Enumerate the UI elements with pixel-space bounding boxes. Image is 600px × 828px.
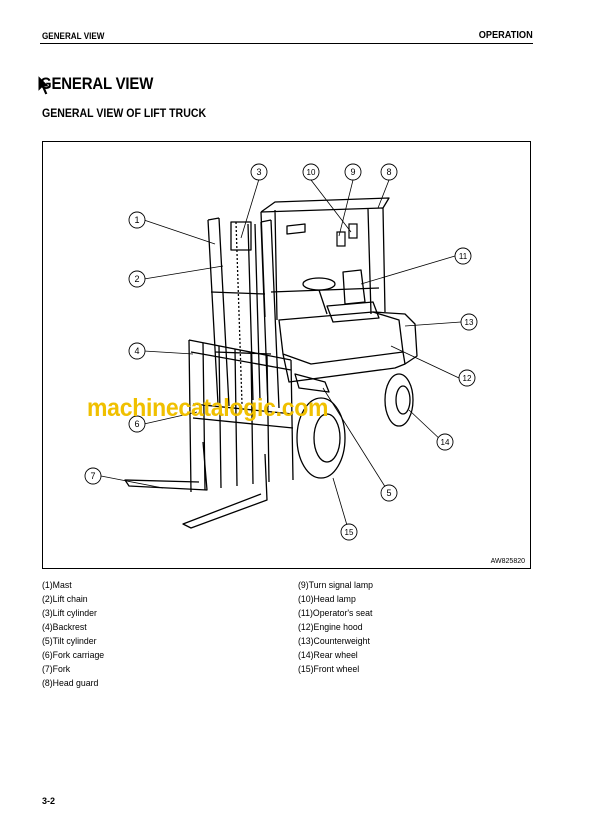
legend-item: (12)Engine hood [298,622,363,633]
legend-item: (11)Operator's seat [298,608,373,619]
rear-wheel [384,373,414,427]
turn-signal-lamp [348,223,358,239]
svg-text:3: 3 [256,167,261,177]
svg-text:4: 4 [134,346,139,356]
legend-right: (9)Turn signal lamp (10)Head lamp (11)Op… [298,579,373,677]
legend-left: (1)Mast (2)Lift chain (3)Lift cylinder (… [42,579,104,691]
legend-item: (10)Head lamp [298,594,356,605]
callout-15: 15 [340,523,358,541]
lift-truck-figure: 1 2 3 4 5 6 7 8 9 10 11 13 12 14 15 AW82… [42,141,531,569]
legend-item: (4)Backrest [42,622,87,633]
front-wheel [296,397,346,479]
fork-right [182,453,268,529]
operator-seat [326,269,380,323]
legend-item: (8)Head guard [42,678,99,689]
tilt-cylinder [294,373,330,393]
lift-chain [235,221,243,405]
svg-text:12: 12 [463,374,472,383]
svg-text:14: 14 [441,438,450,447]
callout-7: 7 [84,467,102,485]
svg-text:8: 8 [386,167,391,177]
callout-4: 4 [128,342,146,360]
page-title: GENERAL VIEW [40,74,154,93]
legend-item: (9)Turn signal lamp [298,580,373,591]
callout-14: 14 [436,433,454,451]
figure-code: AW825820 [490,558,525,565]
fork-left [124,441,208,491]
lift-truck-illustration: 1 2 3 4 5 6 7 8 9 10 11 13 12 14 15 [84,163,478,541]
legend-item: (6)Fork carriage [42,650,105,661]
header-section-title: GENERAL VIEW [42,31,105,41]
watermark: machinecatalogic.com [87,394,329,422]
callout-2: 2 [128,270,146,288]
backrest [188,339,294,493]
legend-item: (5)Tilt cylinder [42,636,97,647]
svg-text:15: 15 [345,528,354,537]
head-lamp [336,231,346,247]
section-subtitle: GENERAL VIEW OF LIFT TRUCK [42,106,207,120]
header-chapter-title: OPERATION [478,30,533,41]
svg-text:9: 9 [350,167,355,177]
engine-hood [278,311,404,365]
legend-item: (13)Counterweight [298,636,370,647]
lift-cylinder [247,223,261,401]
counterweight [372,311,418,365]
callout-10: 10 [302,163,320,181]
callout-3: 3 [250,163,268,181]
steering-wheel [302,277,336,291]
callout-12: 12 [458,369,476,387]
mast [207,217,280,409]
legend-item: (2)Lift chain [42,594,88,605]
callout-8: 8 [380,163,398,181]
mouse-pointer-icon [37,74,52,96]
legend-item: (7)Fork [42,664,71,675]
svg-text:13: 13 [465,318,474,327]
legend-item: (1)Mast [42,580,72,591]
header-rule [40,43,533,44]
svg-text:10: 10 [307,168,316,177]
fork-carriage [192,403,294,429]
svg-text:11: 11 [459,252,468,261]
page-number: 3-2 [42,796,56,806]
svg-text:1: 1 [134,215,139,225]
legend-item: (15)Front wheel [298,664,360,675]
svg-text:5: 5 [386,488,391,498]
callout-6: 6 [128,415,146,433]
callout-9: 9 [344,163,362,181]
callout-5: 5 [380,484,398,502]
callout-13: 13 [460,313,478,331]
legend-item: (14)Rear wheel [298,650,358,661]
svg-text:2: 2 [134,274,139,284]
legend-item: (3)Lift cylinder [42,608,97,619]
callout-11: 11 [454,247,472,265]
callout-1: 1 [128,211,146,229]
svg-text:7: 7 [90,471,95,481]
svg-text:6: 6 [134,419,139,429]
